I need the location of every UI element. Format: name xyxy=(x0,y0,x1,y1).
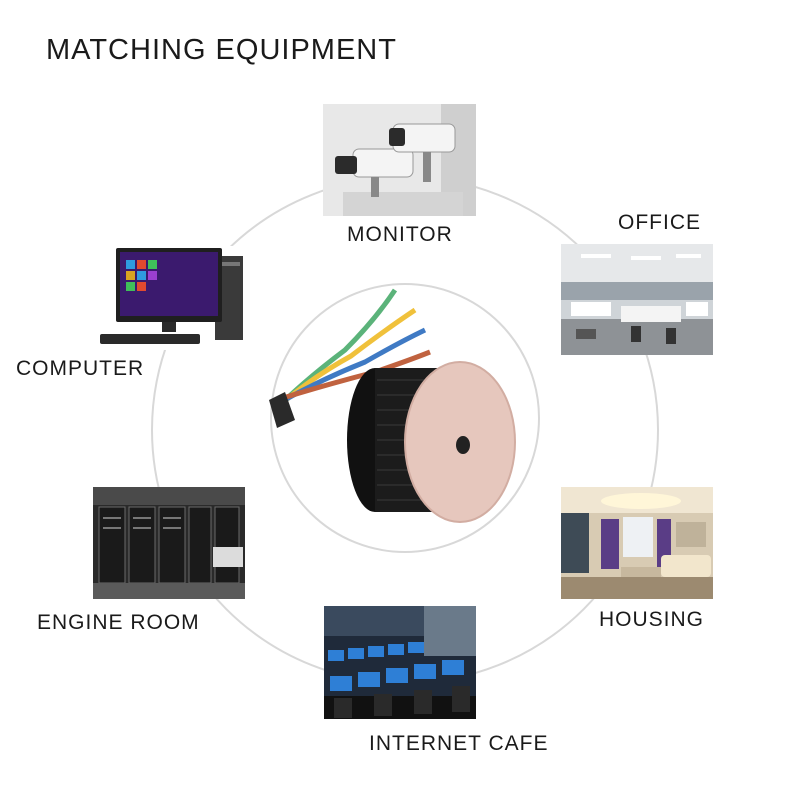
server-room-icon xyxy=(93,487,245,599)
security-camera-icon xyxy=(323,104,476,216)
internet-cafe-image xyxy=(324,606,476,719)
label-engine-room: ENGINE ROOM xyxy=(37,611,200,634)
desktop-computer-icon xyxy=(90,246,245,350)
engine-room-image xyxy=(93,487,245,599)
housing-image xyxy=(561,487,713,599)
computer-image xyxy=(90,246,245,350)
living-room-icon xyxy=(561,487,713,599)
office-image xyxy=(561,244,713,355)
label-office: OFFICE xyxy=(618,211,701,234)
cable-spool-icon xyxy=(265,280,525,530)
office-room-icon xyxy=(561,244,713,355)
label-monitor: MONITOR xyxy=(347,223,453,246)
monitor-image xyxy=(323,104,476,216)
internet-cafe-icon xyxy=(324,606,476,719)
label-internet-cafe: INTERNET CAFE xyxy=(369,732,549,755)
label-housing: HOUSING xyxy=(599,608,705,631)
label-computer: COMPUTER xyxy=(16,357,145,380)
page-title: MATCHING EQUIPMENT xyxy=(46,34,397,66)
